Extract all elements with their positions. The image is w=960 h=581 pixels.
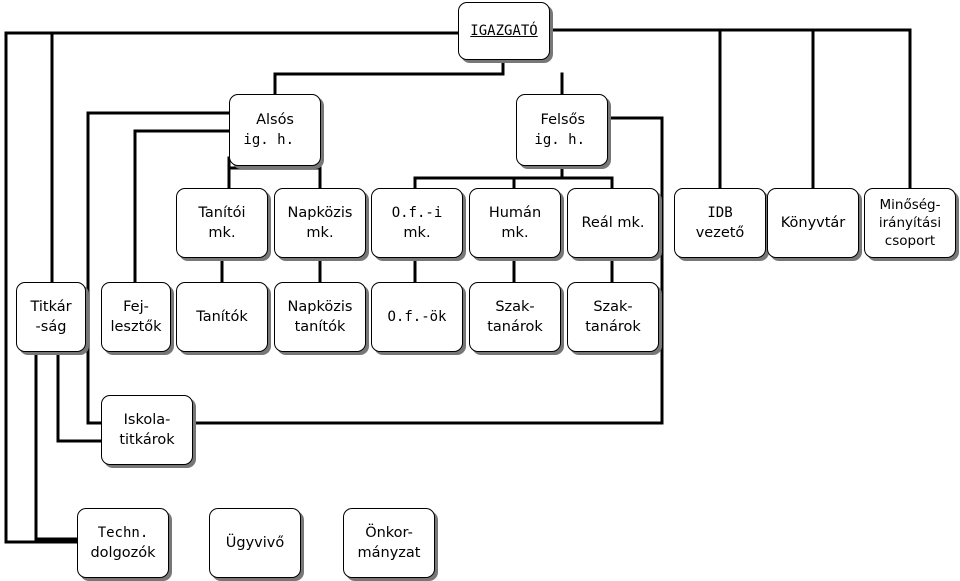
node-minoseg-line2: irányítási xyxy=(878,215,942,231)
connector-titkar-techn xyxy=(34,350,80,541)
node-iskolatitkarok: Iskola- titkárok xyxy=(101,395,193,465)
node-tanitok: Tanítók xyxy=(176,282,268,352)
node-iskolatitkarok-line2: titkárok xyxy=(119,432,175,448)
connector-top-left xyxy=(4,31,460,544)
node-minoseg: Minőség- irányítási csoport xyxy=(864,188,956,258)
node-ugyvivo: Ügyvivő xyxy=(209,508,301,578)
node-also-ig-h-line2: ig. h. xyxy=(243,132,294,148)
node-tanitok-label: Tanítók xyxy=(196,309,248,325)
node-napkozis-tanitok: Napközis tanítók xyxy=(274,282,366,352)
node-napkozis-tanitok-line1: Napközis xyxy=(287,299,353,315)
node-szaktanarok-2: Szak- tanárok xyxy=(567,282,659,352)
connector-top-right xyxy=(548,28,912,191)
node-szaktanarok-1-line1: Szak- xyxy=(495,299,535,315)
node-techn-line2: dolgozók xyxy=(90,545,156,561)
node-also-ig-h-line1: Alsós xyxy=(256,112,294,128)
node-konyvtar-label: Könyvtár xyxy=(780,215,846,231)
node-ofok: O.f.-ök xyxy=(371,282,463,352)
node-tanitoi-mk-line1: Tanítói xyxy=(198,205,246,221)
node-szaktanarok-2-line1: Szak- xyxy=(593,299,633,315)
node-ofi-mk-line2: mk. xyxy=(403,225,431,241)
connector-igazgato-ighs xyxy=(273,59,505,97)
node-ofi-mk: O.f.-i mk. xyxy=(371,188,463,258)
node-idb-line1: IDB xyxy=(707,205,733,221)
node-titkarsag: Titkár -ság xyxy=(16,282,86,352)
node-igazgato: IGAZGATÓ xyxy=(458,2,550,60)
node-idb-vezeto: IDB vezető xyxy=(674,188,766,258)
node-napkozis-tanitok-line2: tanítók xyxy=(294,319,346,335)
node-napkozis-mk-line1: Napközis xyxy=(287,205,353,221)
node-ugyvivo-label: Ügyvivő xyxy=(225,535,285,551)
node-iskolatitkarok-line1: Iskola- xyxy=(123,412,171,428)
node-titkarsag-line2: -ság xyxy=(35,319,67,335)
connector-titkar-iskola xyxy=(56,350,104,443)
node-minoseg-line3: csoport xyxy=(884,233,936,249)
node-szaktanarok-1-line2: tanárok xyxy=(487,319,543,335)
node-tanitoi-mk: Tanítói mk. xyxy=(176,188,268,258)
node-napkozis-mk: Napközis mk. xyxy=(274,188,366,258)
node-human-mk-line1: Humán xyxy=(488,205,542,221)
node-human-mk-line2: mk. xyxy=(501,225,529,241)
node-szaktanarok-2-line2: tanárok xyxy=(585,319,641,335)
node-idb-line2: vezető xyxy=(695,225,745,241)
node-real-mk: Reál mk. xyxy=(567,188,659,258)
node-szaktanarok-1: Szak- tanárok xyxy=(469,282,561,352)
node-onkormanyzat: Önkor- mányzat xyxy=(343,508,435,578)
node-napkozis-mk-line2: mk. xyxy=(306,225,334,241)
node-ofok-label: O.f.-ök xyxy=(387,309,447,325)
node-tanitoi-mk-line2: mk. xyxy=(208,225,236,241)
node-felso-ig-h-line2: ig. h. xyxy=(534,132,585,148)
node-also-ig-h: Alsós ig. h. xyxy=(229,94,321,166)
node-felso-ig-h: Felsős ig. h. xyxy=(516,94,608,166)
node-ofi-mk-line1: O.f.-i xyxy=(391,205,443,221)
node-fejlesztok-line2: lesztők xyxy=(110,319,162,335)
node-konyvtar: Könyvtár xyxy=(767,188,859,258)
connector-felso-right xyxy=(191,116,664,425)
node-techn-line1: Techn. xyxy=(97,525,149,541)
node-felso-ig-h-line1: Felsős xyxy=(540,112,585,128)
node-techn-dolgozok: Techn. dolgozók xyxy=(77,508,169,578)
node-igazgato-label: IGAZGATÓ xyxy=(470,23,538,39)
node-minoseg-line1: Minőség- xyxy=(879,197,941,213)
node-titkarsag-line1: Titkár xyxy=(30,299,72,315)
connector-also-branch xyxy=(227,156,322,191)
node-fejlesztok: Fej- lesztők xyxy=(101,282,171,352)
node-onkormanyzat-line1: Önkor- xyxy=(365,525,413,541)
node-human-mk: Humán mk. xyxy=(469,188,561,258)
node-fejlesztok-line1: Fej- xyxy=(123,299,149,315)
connector-also-left xyxy=(86,111,231,425)
connector-also-fejlesztok xyxy=(133,129,231,285)
connector-felso-branch xyxy=(413,165,564,191)
node-real-mk-label: Reál mk. xyxy=(581,215,645,231)
node-onkormanyzat-line2: mányzat xyxy=(357,545,421,561)
